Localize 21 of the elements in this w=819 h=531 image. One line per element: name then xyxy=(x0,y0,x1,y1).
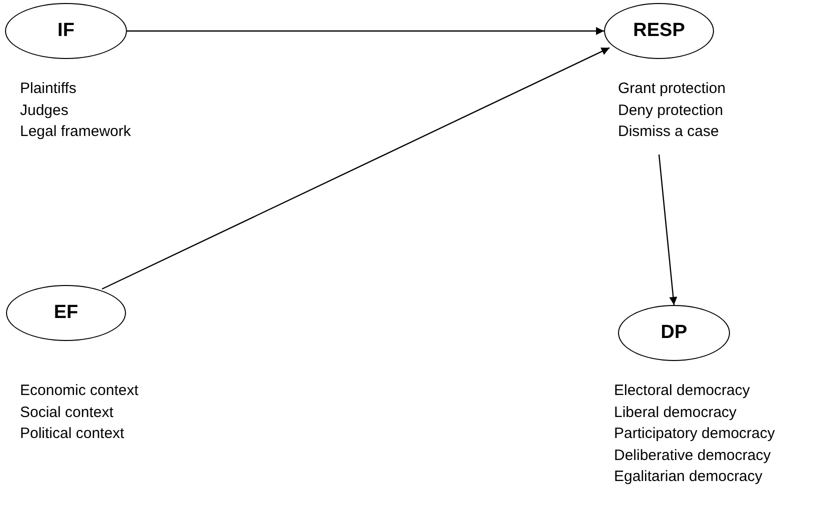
list-item: Economic context xyxy=(20,381,138,401)
list-item: Political context xyxy=(20,424,126,444)
node-label: RESP xyxy=(633,18,685,43)
list-item: Legal framework xyxy=(20,122,131,142)
list-item: Liberal democracy xyxy=(614,402,738,422)
node-label: DP xyxy=(660,320,688,345)
node-label: EF xyxy=(54,300,78,325)
list-item: Grant protection xyxy=(618,79,726,99)
list-item: Deny protection xyxy=(618,100,724,120)
list-item: Social context xyxy=(20,402,114,422)
arrow xyxy=(658,154,678,306)
list-item: Dismiss a case xyxy=(618,122,720,142)
list-item: Plaintiffs xyxy=(20,79,78,99)
arrow xyxy=(127,27,604,35)
list-item: Electoral democracy xyxy=(614,381,751,401)
arrow xyxy=(102,47,610,290)
list-item: Participatory democracy xyxy=(614,424,775,444)
list-item: Deliberative democracy xyxy=(614,446,772,466)
list-item: Egalitarian democracy xyxy=(614,467,764,487)
list-item: Judges xyxy=(20,100,70,120)
node-label: IF xyxy=(58,18,74,43)
